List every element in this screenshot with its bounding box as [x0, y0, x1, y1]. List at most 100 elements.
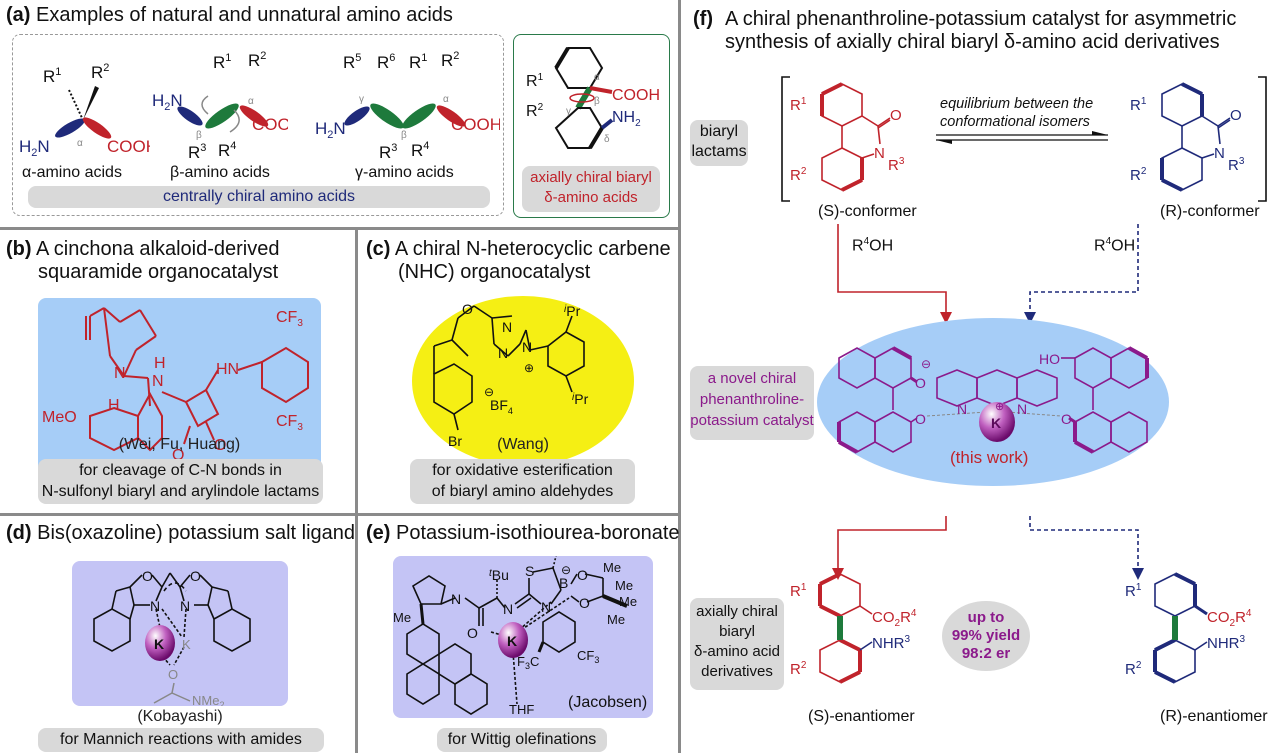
- svg-text:iPr: iPr: [572, 391, 589, 407]
- panel-f-title-line2: synthesis of axially chiral biaryl δ-ami…: [725, 31, 1220, 53]
- beta-amino-acid-structure: R1 R2 H2N α β COOH R3 R4: [152, 50, 288, 158]
- s-enantiomer-label: (S)-enantiomer: [808, 708, 915, 725]
- separator-horizontal-a: [0, 227, 680, 230]
- panel-c-structure-bg: [412, 296, 634, 466]
- svg-text:Me: Me: [619, 594, 637, 609]
- svg-text:O: O: [168, 667, 178, 682]
- panel-e-use: for Wittig olefinations: [437, 728, 607, 752]
- panel-c-title-line2: (NHC) organocatalyst: [398, 261, 591, 283]
- svg-text:α: α: [443, 94, 449, 105]
- svg-text:B: B: [559, 575, 568, 591]
- panel-c-label: (c): [366, 238, 391, 260]
- panel-b-authors: (Wei, Fu, Huang): [118, 436, 241, 453]
- svg-text:H2N: H2N: [152, 91, 183, 113]
- svg-text:γ: γ: [359, 94, 364, 105]
- svg-text:NHR3: NHR3: [872, 634, 911, 652]
- svg-text:COOH: COOH: [107, 137, 150, 156]
- svg-text:R1: R1: [790, 96, 807, 114]
- axial-pill-line2: δ-amino acids: [544, 189, 638, 206]
- svg-text:R2: R2: [441, 50, 459, 70]
- panel-b-use-line1: for cleavage of C-N bonds in: [79, 462, 282, 479]
- central-chiral-box: [12, 34, 504, 216]
- svg-text:K: K: [154, 636, 164, 652]
- beta-amino-acids-label: β-amino acids: [170, 164, 270, 181]
- svg-text:Me: Me: [603, 560, 621, 575]
- svg-text:α: α: [248, 96, 254, 107]
- svg-text:R1: R1: [43, 66, 61, 86]
- svg-text:O: O: [467, 625, 478, 641]
- svg-text:K: K: [507, 633, 517, 649]
- panel-a-title: (a) Examples of natural and unnatural am…: [6, 4, 453, 27]
- svg-text:HN: HN: [216, 361, 239, 378]
- separator-vertical-main: [678, 0, 681, 753]
- separator-horizontal-bd: [0, 513, 680, 516]
- svg-text:iPr: iPr: [564, 303, 581, 319]
- catalyst-pill: a novel chiral phenanthroline- potassium…: [690, 366, 814, 440]
- svg-text:R2: R2: [790, 660, 807, 678]
- svg-text:Me: Me: [549, 556, 569, 557]
- svg-text:R4: R4: [218, 140, 236, 158]
- svg-text:N: N: [114, 365, 126, 382]
- svg-text:O: O: [915, 375, 926, 391]
- svg-text:K: K: [991, 415, 1001, 431]
- svg-text:N: N: [1017, 401, 1027, 417]
- biaryl-lactams-pill: biaryl lactams: [690, 120, 748, 166]
- svg-text:⊖: ⊖: [561, 563, 571, 577]
- svg-text:R2: R2: [1130, 166, 1147, 184]
- alpha-amino-acids-label: α-amino acids: [22, 164, 122, 181]
- gamma-amino-acid-structure: R5 R6 R1 R2 H2N γ β α COOH R3 R4: [315, 50, 500, 158]
- reaction-arrows: [832, 224, 1144, 580]
- svg-text:O: O: [462, 301, 473, 317]
- conformer-brackets: [781, 76, 1267, 202]
- panel-c-title-line1: A chiral N-heterocyclic carbene: [394, 238, 671, 260]
- panel-d-label: (d): [6, 522, 32, 544]
- panel-b-label: (b): [6, 238, 32, 260]
- svg-text:R1: R1: [1130, 96, 1147, 114]
- yield-line2: 99% yield: [951, 627, 1021, 644]
- svg-text:H2N: H2N: [315, 119, 346, 141]
- biaryl-lactams-line2: lactams: [691, 143, 747, 160]
- axial-chiral-pill: axially chiral biaryl δ-amino acids: [522, 166, 660, 212]
- svg-text:O: O: [190, 568, 201, 584]
- panel-e-authors: (Jacobsen): [568, 694, 648, 711]
- svg-text:Me: Me: [607, 612, 625, 627]
- svg-text:R3: R3: [1228, 156, 1245, 174]
- panel-d-title-text: Bis(oxazoline) potassium salt ligand: [37, 522, 356, 544]
- svg-text:⊖: ⊖: [484, 385, 494, 399]
- panel-c-use-line1: for oxidative esterification: [432, 462, 613, 479]
- svg-text:O: O: [1061, 411, 1072, 427]
- svg-text:N: N: [451, 591, 461, 607]
- svg-text:δ: δ: [604, 134, 610, 145]
- svg-text:O: O: [577, 567, 588, 583]
- svg-text:BF4: BF4: [490, 397, 513, 416]
- svg-text:R2: R2: [790, 166, 807, 184]
- svg-text:N: N: [150, 598, 160, 614]
- panel-b-use: for cleavage of C-N bonds in N-sulfonyl …: [38, 459, 323, 504]
- svg-text:R3: R3: [379, 142, 397, 158]
- axial-pill-line1: axially chiral biaryl: [530, 169, 652, 186]
- svg-text:⊕: ⊕: [524, 361, 534, 375]
- panel-c-use-line2: of biaryl amino aldehydes: [431, 483, 614, 500]
- yield-line1: up to: [967, 609, 1005, 626]
- svg-text:R1: R1: [1125, 582, 1142, 600]
- svg-text:NHR3: NHR3: [1207, 634, 1246, 652]
- svg-text:F3C: F3C: [517, 654, 539, 671]
- svg-text:COOH: COOH: [612, 87, 660, 104]
- r-enantiomer-structure: R1 R2 CO2R4 NHR3: [1125, 572, 1252, 684]
- svg-text:K: K: [182, 637, 191, 652]
- svg-text:N: N: [541, 599, 551, 615]
- svg-text:NMe2: NMe2: [192, 693, 224, 706]
- yield-badge: up to 99% yield 98:2 er: [942, 601, 1030, 671]
- svg-text:H: H: [154, 355, 166, 372]
- s-conformer-label: (S)-conformer: [818, 203, 917, 220]
- svg-text:H: H: [108, 397, 120, 414]
- isothiourea-boronate-structure: N O tBu N S N Me B ⊖ O O Me Me Me Me Me …: [393, 556, 637, 717]
- svg-text:O: O: [579, 595, 590, 611]
- product-pill-line1: axially chiral: [696, 603, 778, 620]
- panel-c-authors: (Wang): [497, 436, 549, 453]
- r-conformer-label: (R)-conformer: [1160, 203, 1260, 220]
- axially-chiral-biaryl-structure: COOH NH2 R1 R2 α β γ δ: [526, 46, 660, 150]
- svg-text:N: N: [180, 598, 190, 614]
- svg-text:R6: R6: [377, 52, 395, 72]
- svg-text:Br: Br: [448, 433, 462, 449]
